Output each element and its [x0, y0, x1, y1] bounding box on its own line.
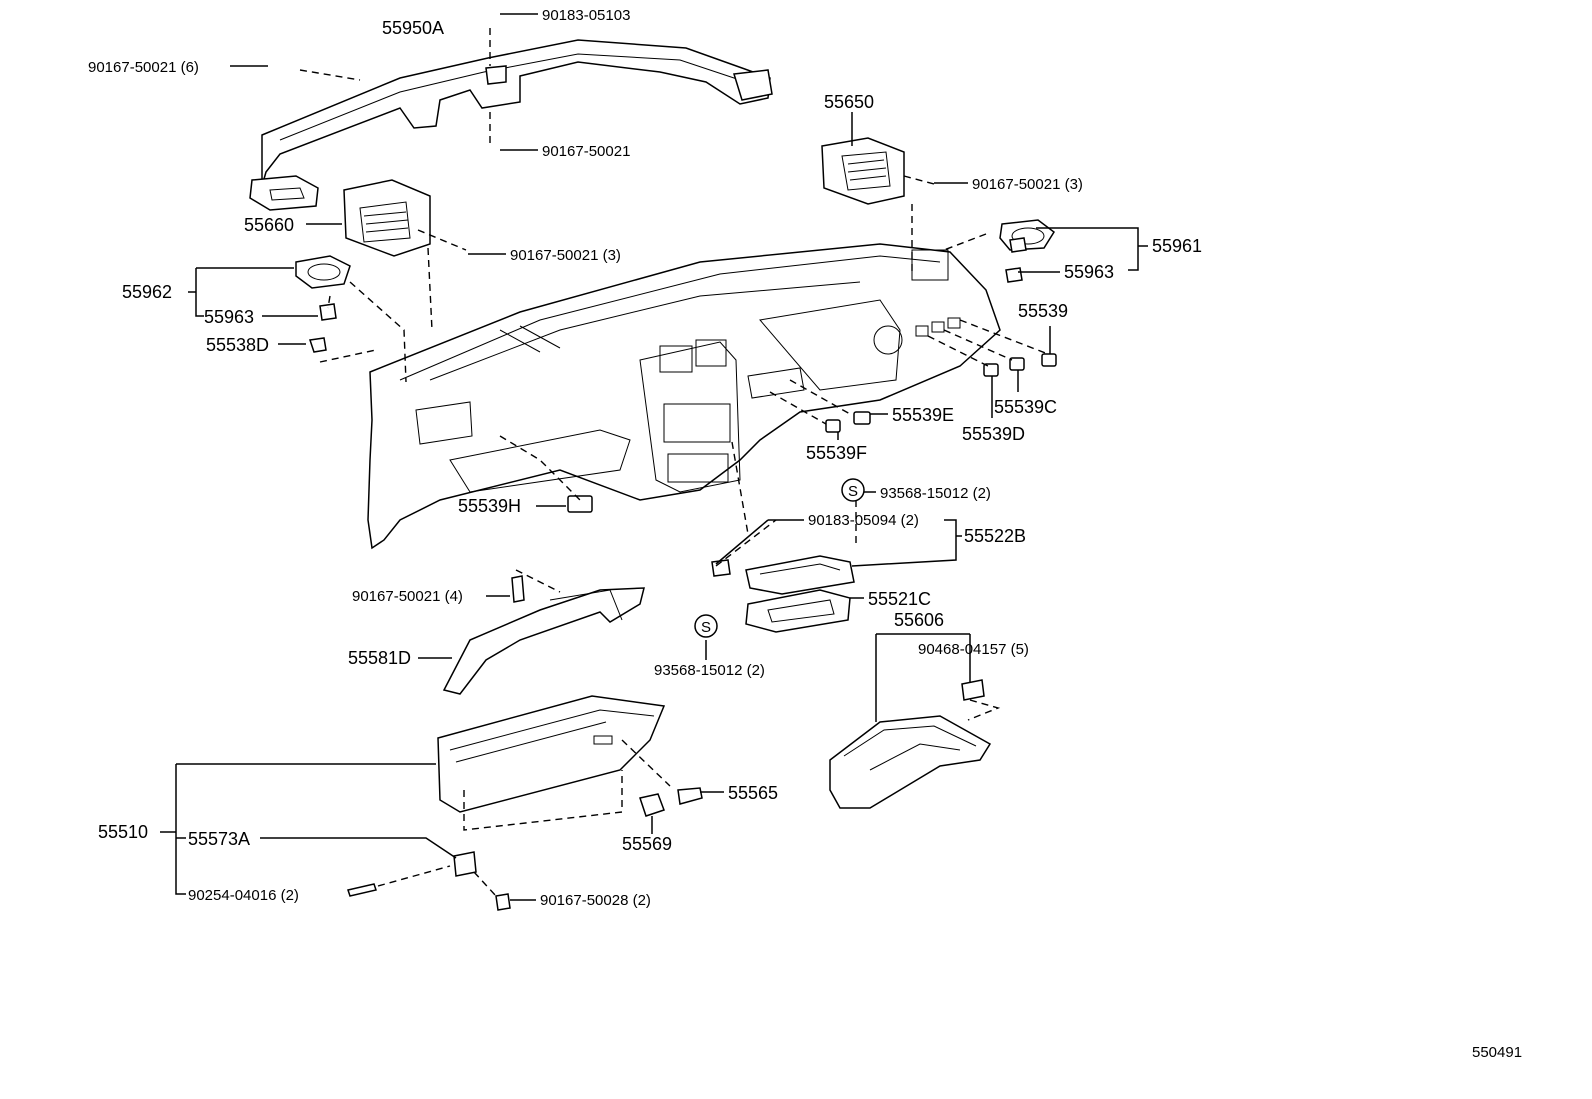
vent-55650-drawing: [821, 137, 905, 205]
label-55510: 55510: [98, 822, 148, 842]
switch-blanks-drawing: [309, 237, 1057, 513]
label-55581d: 55581D: [348, 648, 411, 668]
label-93568-15012-lower: 93568-15012 (2): [654, 662, 765, 679]
label-55539e: 55539E: [892, 405, 954, 425]
s-mark-upper-glyph: S: [848, 483, 858, 500]
label-90167-50021-6: 90167-50021 (6): [88, 59, 199, 76]
vent-55961-drawing: [999, 219, 1056, 251]
label-55538d: 55538D: [206, 335, 269, 355]
dashed-guides: [299, 28, 1049, 897]
label-55606: 55606: [894, 610, 944, 630]
s-mark-upper: S: [841, 478, 865, 502]
label-90167-50021-3-left: 90167-50021 (3): [510, 247, 621, 264]
diagram-id: 550491: [1472, 1044, 1522, 1061]
leader-lines: [160, 13, 1148, 901]
label-55569: 55569: [622, 834, 672, 854]
part-labels: 55950A 90183-05103 90167-50021 (6) 90167…: [88, 7, 1522, 1061]
label-90167-50028: 90167-50028 (2): [540, 892, 651, 909]
label-90468-04157: 90468-04157 (5): [918, 641, 1029, 658]
duct-55950a-drawing: [249, 39, 773, 211]
label-90167-50021-3-right: 90167-50021 (3): [972, 176, 1083, 193]
label-55573a: 55573A: [188, 829, 250, 849]
bracket-55581d-drawing: [442, 575, 645, 695]
label-90183-05103: 90183-05103: [542, 7, 630, 24]
label-55522b: 55522B: [964, 526, 1026, 546]
label-55539d: 55539D: [962, 424, 1025, 444]
label-90183-05094: 90183-05094 (2): [808, 512, 919, 529]
label-55539h: 55539H: [458, 496, 521, 516]
label-55950a: 55950A: [382, 18, 444, 38]
label-90167-50021-top: 90167-50021: [542, 143, 630, 160]
glovebox-55510-drawing: [347, 695, 703, 911]
label-93568-15012-upper: 93568-15012 (2): [880, 485, 991, 502]
instrument-panel-drawing: [367, 243, 1001, 550]
label-55962: 55962: [122, 282, 172, 302]
cluster-55522b-drawing: [711, 555, 855, 633]
label-55539: 55539: [1018, 301, 1068, 321]
label-55565: 55565: [728, 783, 778, 803]
label-90254-04016: 90254-04016 (2): [188, 887, 299, 904]
s-mark-lower-glyph: S: [701, 619, 711, 636]
label-55650: 55650: [824, 92, 874, 112]
label-55521c: 55521C: [868, 589, 931, 609]
label-55961: 55961: [1152, 236, 1202, 256]
label-55963-right: 55963: [1064, 262, 1114, 282]
label-55539c: 55539C: [994, 397, 1057, 417]
label-90167-50021-4: 90167-50021 (4): [352, 588, 463, 605]
vent-55962-drawing: [295, 255, 351, 289]
label-55660: 55660: [244, 215, 294, 235]
label-55963-left: 55963: [204, 307, 254, 327]
s-mark-lower: S: [694, 614, 718, 638]
vent-55660-drawing: [343, 179, 431, 257]
label-55539f: 55539F: [806, 443, 867, 463]
lower-panel-55606-drawing: [829, 679, 992, 809]
